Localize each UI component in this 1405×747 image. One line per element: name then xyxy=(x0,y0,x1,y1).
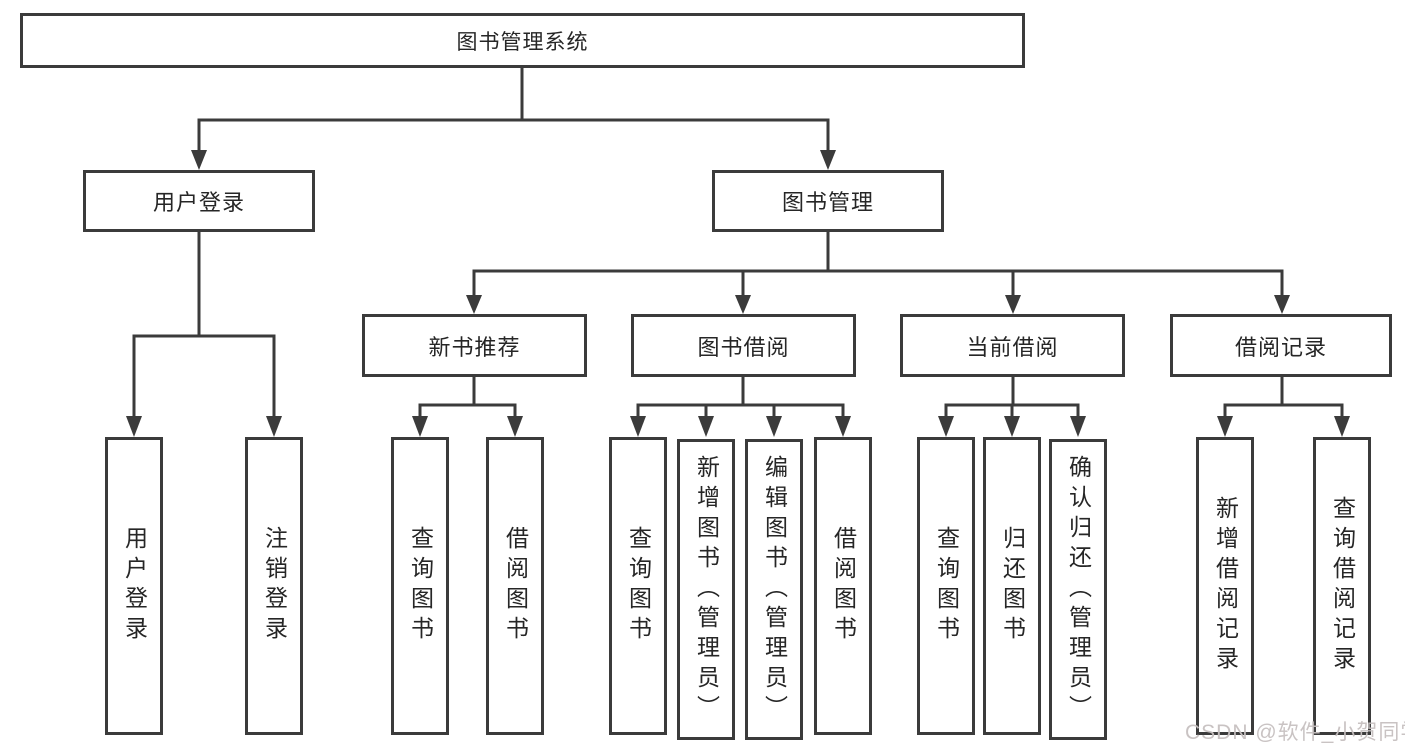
leaf-borrow-borrow-books-label: 借阅图书 xyxy=(830,526,857,646)
leaf-confirm-return-admin: 确认归还（管理员） xyxy=(1049,439,1107,740)
arrowhead-c1 xyxy=(630,416,646,437)
leaf-borrow-query-books-label: 查询图书 xyxy=(625,526,652,646)
leaf-return-books-label: 归还图书 xyxy=(999,526,1026,646)
node-system-root: 图书管理系统 xyxy=(20,13,1025,68)
leaf-logout: 注销登录 xyxy=(245,437,303,735)
arrowhead-d2 xyxy=(1004,416,1020,437)
arrowhead-a1 xyxy=(126,416,142,437)
leaf-user-login: 用户登录 xyxy=(105,437,163,735)
arrowhead-d3 xyxy=(1070,416,1086,437)
arrowhead-d1 xyxy=(938,416,954,437)
leaf-current-query-books-label: 查询图书 xyxy=(933,526,960,646)
leaf-current-query-books: 查询图书 xyxy=(917,437,975,735)
arrowhead-l3b xyxy=(735,295,751,314)
node-book-management: 图书管理 xyxy=(712,170,944,232)
arrowhead-user xyxy=(191,150,207,170)
arrowhead-b1 xyxy=(412,416,428,437)
leaf-edit-books-admin-label: 编辑图书（管理员） xyxy=(761,454,788,725)
node-new-book-recommend: 新书推荐 xyxy=(362,314,587,377)
leaf-recommend-borrow-books: 借阅图书 xyxy=(486,437,544,735)
leaf-logout-label: 注销登录 xyxy=(261,526,288,646)
arrowhead-l3d xyxy=(1274,295,1290,314)
leaf-add-books-admin: 新增图书（管理员） xyxy=(677,439,735,740)
watermark: CSDN @软件_小贺同学 xyxy=(1185,721,1405,744)
leaf-recommend-borrow-books-label: 借阅图书 xyxy=(502,526,529,646)
node-user-login: 用户登录 xyxy=(83,170,315,232)
leaf-add-borrow-record-label: 新增借阅记录 xyxy=(1212,496,1239,676)
arrowhead-e1 xyxy=(1217,416,1233,437)
arrowhead-a2 xyxy=(266,416,282,437)
arrowhead-c4 xyxy=(835,416,851,437)
arrowhead-b2 xyxy=(507,416,523,437)
leaf-edit-books-admin: 编辑图书（管理员） xyxy=(745,439,803,740)
leaf-add-books-admin-label: 新增图书（管理员） xyxy=(693,454,720,725)
leaf-recommend-query-books: 查询图书 xyxy=(391,437,449,735)
arrowhead-c3 xyxy=(766,416,782,437)
leaf-recommend-query-books-label: 查询图书 xyxy=(407,526,434,646)
leaf-add-borrow-record: 新增借阅记录 xyxy=(1196,437,1254,735)
node-book-borrow: 图书借阅 xyxy=(631,314,856,377)
arrowhead-l3c xyxy=(1005,295,1021,314)
leaf-query-borrow-record: 查询借阅记录 xyxy=(1313,437,1371,735)
arrowhead-book xyxy=(820,150,836,170)
leaf-confirm-return-admin-label: 确认归还（管理员） xyxy=(1065,454,1092,725)
arrowhead-l3a xyxy=(466,295,482,314)
leaf-borrow-borrow-books: 借阅图书 xyxy=(814,437,872,735)
leaf-user-login-label: 用户登录 xyxy=(121,526,148,646)
leaf-return-books: 归还图书 xyxy=(983,437,1041,735)
arrowhead-c2 xyxy=(698,416,714,437)
node-borrow-records: 借阅记录 xyxy=(1170,314,1392,377)
leaf-borrow-query-books: 查询图书 xyxy=(609,437,667,735)
node-current-borrow: 当前借阅 xyxy=(900,314,1125,377)
leaf-query-borrow-record-label: 查询借阅记录 xyxy=(1329,496,1356,676)
arrowhead-e2 xyxy=(1334,416,1350,437)
